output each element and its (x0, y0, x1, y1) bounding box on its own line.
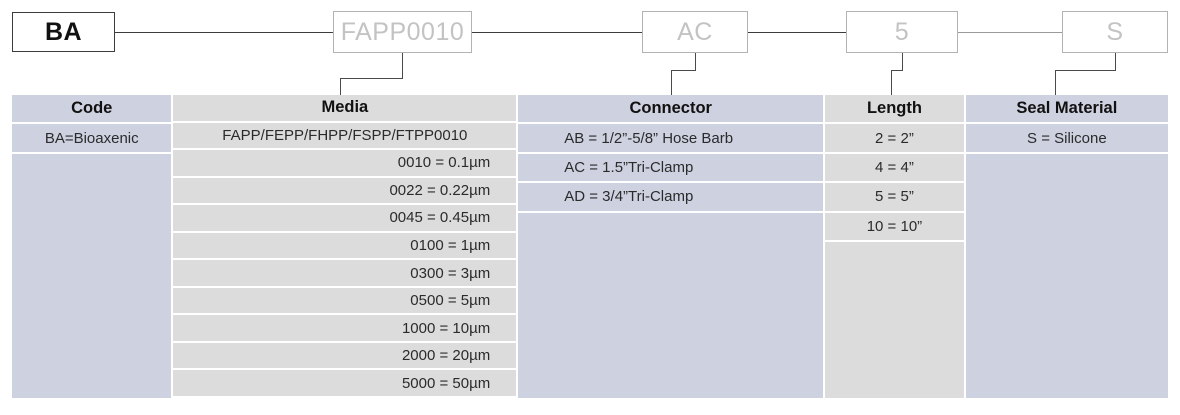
column-filler-code (12, 153, 172, 398)
table-row[interactable]: 0500 = 5µm (173, 287, 517, 314)
table-row[interactable]: 4 = 4” (825, 153, 964, 182)
connector-line-media-connector (472, 32, 642, 33)
column-header-length: Length (825, 95, 964, 123)
table-column-length: Length 2 = 2” 4 = 4” 5 = 5” 10 = 10” (825, 95, 964, 398)
table-column-connector: Connector AB = 1/2”-5/8” Hose Barb AC = … (518, 95, 824, 398)
column-filler-length (825, 241, 964, 398)
table-row[interactable]: 5 = 5” (825, 183, 964, 211)
table-column-media: Media FAPP/FEPP/FHPP/FSPP/FTPP0010 0010 … (173, 95, 517, 398)
code-box-length[interactable]: 5 (846, 11, 958, 53)
table-row[interactable]: 10 = 10” (825, 212, 964, 240)
table-row[interactable]: S = Silicone (965, 124, 1168, 152)
connector-line-length-seal (958, 32, 1062, 33)
table-row[interactable]: BA=Bioaxenic (12, 124, 172, 152)
table-row[interactable]: 0300 = 3µm (173, 260, 517, 286)
table-column-code: Code BA=Bioaxenic (12, 95, 172, 398)
table-row[interactable]: 1000 = 10µm (173, 315, 517, 341)
table-row[interactable]: FAPP/FEPP/FHPP/FSPP/FTPP0010 (173, 122, 517, 149)
table-row[interactable]: 5000 = 50µm (173, 370, 517, 397)
table-row[interactable]: 0045 = 0.45µm (173, 205, 517, 231)
column-filler-seal-material (965, 153, 1168, 398)
table-row[interactable]: AC = 1.5”Tri-Clamp (518, 153, 824, 182)
column-header-code: Code (12, 95, 172, 123)
column-header-seal-material: Seal Material (965, 95, 1168, 123)
code-box-media[interactable]: FAPP0010 (333, 11, 472, 53)
column-filler-connector (518, 212, 824, 398)
code-box-code[interactable]: BA (12, 12, 115, 52)
table-row[interactable]: 0022 = 0.22µm (173, 177, 517, 204)
table-column-seal-material: Seal Material S = Silicone (965, 95, 1168, 398)
connector-line-code-media (115, 32, 333, 33)
table-row[interactable]: 0100 = 1µm (173, 232, 517, 259)
table-row[interactable]: 2 = 2” (825, 124, 964, 152)
code-box-seal-material[interactable]: S (1062, 11, 1168, 53)
table-row[interactable]: 2000 = 20µm (173, 342, 517, 369)
table-row[interactable]: AD = 3/4”Tri-Clamp (518, 183, 824, 211)
table-row[interactable]: AB = 1/2”-5/8” Hose Barb (518, 124, 824, 152)
selection-table: Code BA=Bioaxenic Media FAPP/FEPP/FHPP/F… (12, 95, 1168, 398)
table-row[interactable]: 0010 = 0.1µm (173, 150, 517, 176)
connector-line-connector-length (748, 32, 846, 33)
code-box-connector[interactable]: AC (642, 11, 748, 53)
column-header-connector: Connector (518, 95, 824, 123)
column-header-media: Media (173, 95, 517, 121)
